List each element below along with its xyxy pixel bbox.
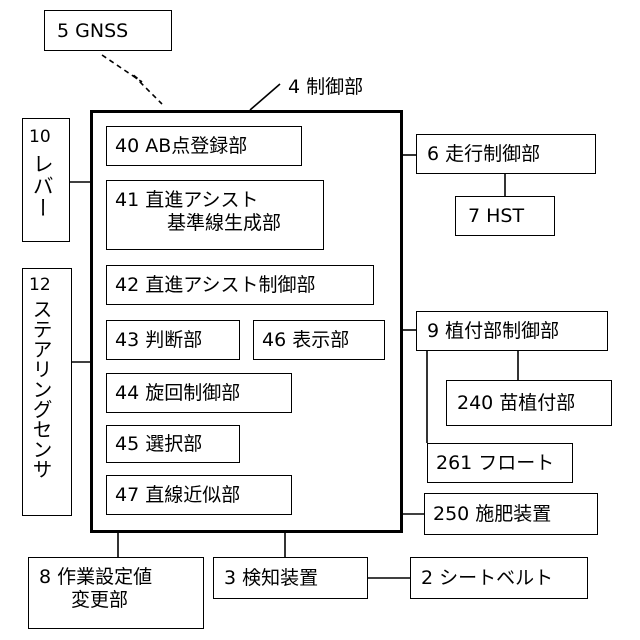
planting-control-box: 9 植付部制御部 xyxy=(416,311,608,351)
work-setting-label-1: 8 作業設定値 xyxy=(39,566,203,589)
lever-text: レバー xyxy=(29,153,54,219)
ab-point-register-label: 40 AB点登録部 xyxy=(115,135,301,158)
lever-box: 10 レバー xyxy=(22,118,70,242)
controller-label: 4 制御部 xyxy=(288,72,363,99)
seatbelt-label: 2 シートベルト xyxy=(421,567,587,590)
select-box: 45 選択部 xyxy=(106,425,240,463)
judge-box: 43 判断部 xyxy=(106,320,240,360)
hst-box: 7 HST xyxy=(455,196,555,236)
steering-sensor-box: 12 ステアリングセンサ xyxy=(22,268,72,516)
assist-line-generator-label-1: 41 直進アシスト xyxy=(115,189,323,212)
seedling-planter-box: 240 苗植付部 xyxy=(446,380,612,426)
turn-control-label: 44 旋回制御部 xyxy=(115,382,291,405)
planting-control-label: 9 植付部制御部 xyxy=(427,320,607,343)
float-box: 261 フロート xyxy=(427,443,573,483)
gnss-label: 5 GNSS xyxy=(57,20,171,43)
select-label: 45 選択部 xyxy=(115,433,239,456)
detector-box: 3 検知装置 xyxy=(213,557,368,599)
travel-control-box: 6 走行制御部 xyxy=(416,134,596,174)
work-setting-label-2: 変更部 xyxy=(39,589,203,612)
gnss-box: 5 GNSS xyxy=(44,10,172,51)
fertilizer-label: 250 施肥装置 xyxy=(433,503,597,526)
lever-number: 10 xyxy=(29,127,69,147)
ab-point-register-box: 40 AB点登録部 xyxy=(106,126,302,166)
assist-line-generator-box: 41 直進アシスト 基準線生成部 xyxy=(106,180,324,250)
turn-control-box: 44 旋回制御部 xyxy=(106,373,292,413)
steering-sensor-number: 12 xyxy=(29,275,71,295)
detector-label: 3 検知装置 xyxy=(224,567,367,590)
linear-approx-label: 47 直線近似部 xyxy=(115,484,291,507)
work-setting-box: 8 作業設定値 変更部 xyxy=(28,557,204,629)
display-box: 46 表示部 xyxy=(253,320,385,360)
judge-label: 43 判断部 xyxy=(115,329,239,352)
travel-control-label: 6 走行制御部 xyxy=(427,143,595,166)
seedling-planter-label: 240 苗植付部 xyxy=(457,392,611,415)
steering-sensor-text: ステアリングセンサ xyxy=(29,299,53,479)
float-label: 261 フロート xyxy=(436,452,572,475)
display-label: 46 表示部 xyxy=(262,329,384,352)
hst-label: 7 HST xyxy=(468,205,554,228)
fertilizer-box: 250 施肥装置 xyxy=(424,493,598,535)
assist-control-box: 42 直進アシスト制御部 xyxy=(106,265,374,305)
assist-line-generator-label-2: 基準線生成部 xyxy=(115,212,323,235)
linear-approx-box: 47 直線近似部 xyxy=(106,475,292,515)
seatbelt-box: 2 シートベルト xyxy=(410,557,588,599)
assist-control-label: 42 直進アシスト制御部 xyxy=(115,274,373,297)
